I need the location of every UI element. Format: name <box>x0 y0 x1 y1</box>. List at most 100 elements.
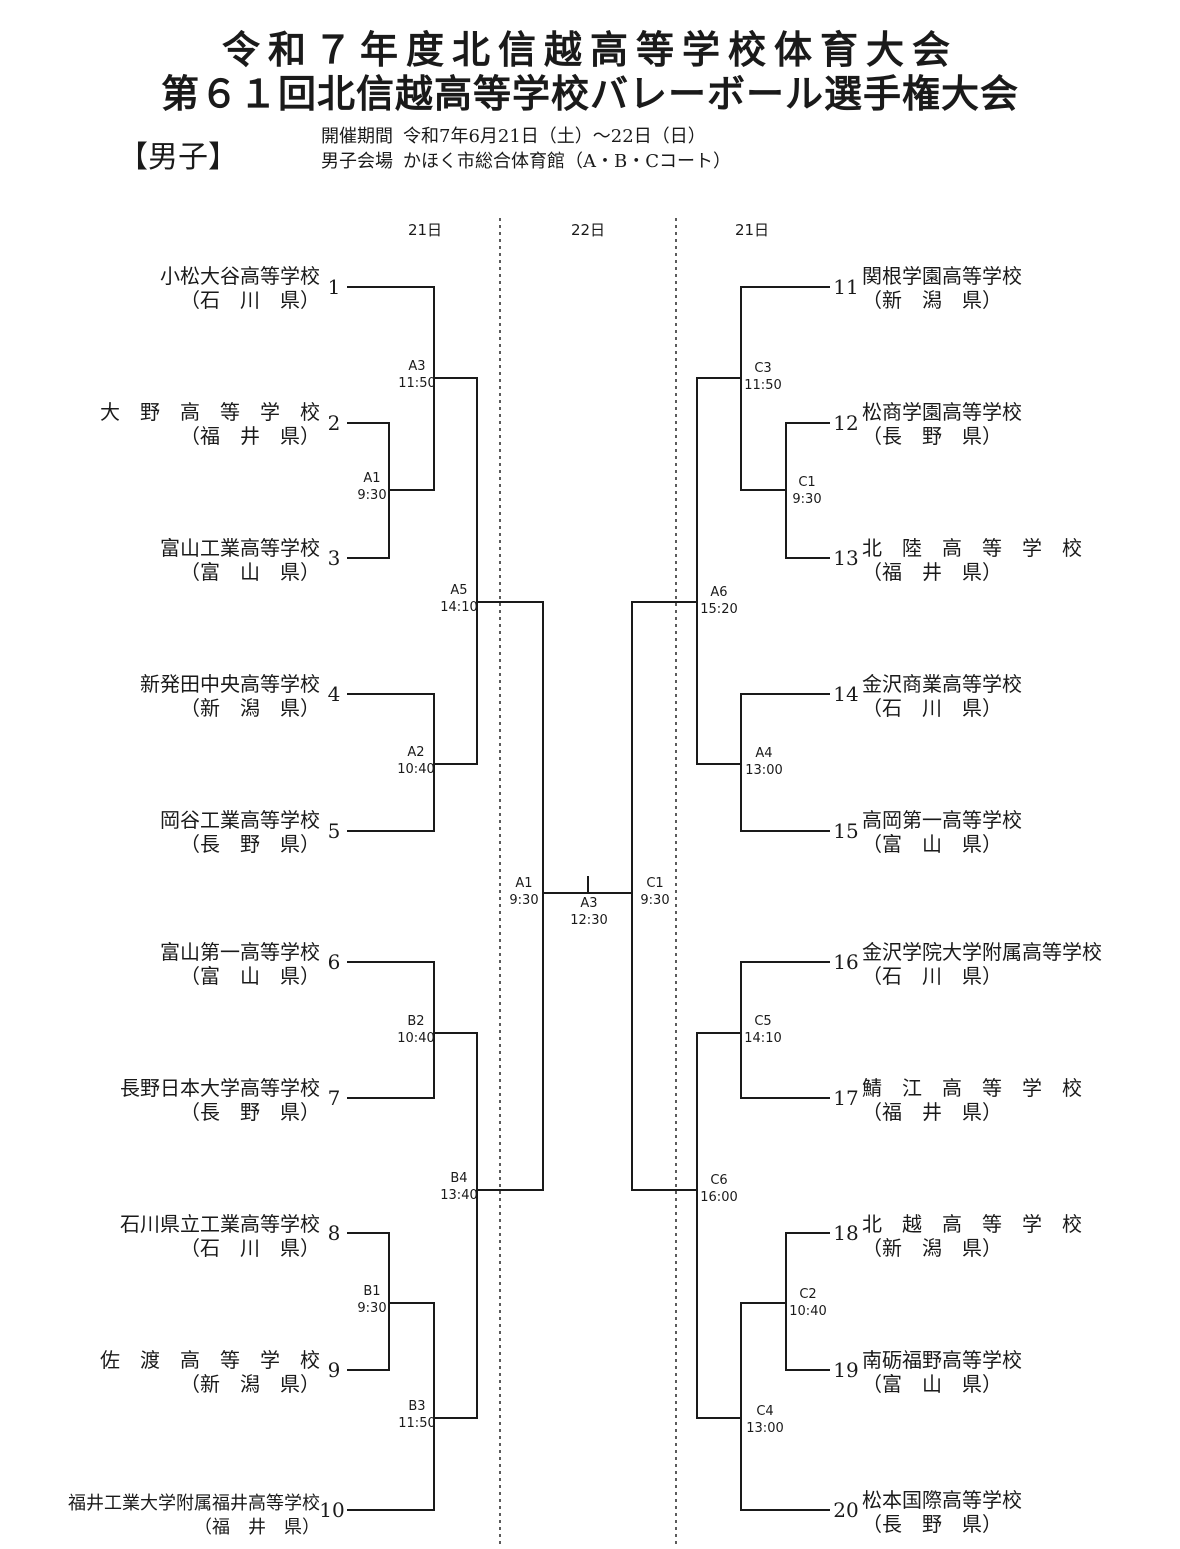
team-prefecture: （福 井 県） <box>862 1100 1002 1124</box>
team-name: 富山第一高等学校 <box>160 940 320 964</box>
team-prefecture: （福 井 県） <box>862 560 1002 584</box>
seed-number: 3 <box>327 546 341 570</box>
match-time: 11:50 <box>744 378 782 393</box>
bracket-line-a2 <box>434 602 478 765</box>
period-label: 開催期間 <box>321 126 393 147</box>
bracket-line-a5 <box>477 601 544 893</box>
seed-number: 17 <box>833 1086 859 1110</box>
team-entry: 小松大谷高等学校（石 川 県） <box>30 264 320 312</box>
day-label-right: 21日 <box>734 221 770 239</box>
team-entry: 石川県立工業高等学校（石 川 県） <box>30 1212 320 1260</box>
match-time: 9:30 <box>640 893 670 908</box>
seed-number: 15 <box>833 819 859 843</box>
team-entry: 新発田中央高等学校（新 潟 県） <box>30 672 320 720</box>
team-prefecture: （新 潟 県） <box>180 1372 320 1396</box>
seed-number: 12 <box>833 411 859 435</box>
team-prefecture: （富 山 県） <box>180 560 320 584</box>
bracket-line-a3 <box>434 377 478 602</box>
bracket-line-team-16 <box>740 961 830 1033</box>
bracket-line-b2 <box>434 1032 478 1190</box>
bracket-line-c6 <box>631 893 697 1191</box>
match-court: A5 <box>450 583 468 598</box>
team-prefecture: （長 野 県） <box>180 1100 320 1124</box>
team-entry: 松本国際高等学校（長 野 県） <box>862 1488 1152 1536</box>
title-line-1: 令和７年度北信越高等学校体育大会 <box>221 27 958 72</box>
match-court: C1 <box>646 876 664 891</box>
team-entry: 大 野 高 等 学 校（福 井 県） <box>30 400 320 448</box>
match-court: C5 <box>754 1014 772 1029</box>
seed-number: 7 <box>327 1086 341 1110</box>
bracket-line-b4 <box>477 893 544 1191</box>
seed-number: 18 <box>833 1221 859 1245</box>
team-entry: 岡谷工業高等学校（長 野 県） <box>30 808 320 856</box>
team-prefecture: （長 野 県） <box>862 1512 1002 1536</box>
team-name: 佐 渡 高 等 学 校 <box>100 1348 320 1372</box>
match-time: 9:30 <box>357 1301 387 1316</box>
match-time: 13:00 <box>746 1421 784 1436</box>
period-value: 令和7年6月21日（土）～22日（日） <box>403 126 706 147</box>
match-court: C4 <box>756 1404 774 1419</box>
bracket-line-team-12 <box>785 422 830 490</box>
team-prefecture: （福 井 県） <box>194 1517 320 1538</box>
seed-number: 19 <box>833 1358 859 1382</box>
match-court: A1 <box>363 471 381 486</box>
match-time: 9:30 <box>509 893 539 908</box>
match-time: 11:50 <box>398 1416 436 1431</box>
title-line-2: 第６１回北信越高等学校バレーボール選手権大会 <box>160 71 1019 116</box>
team-prefecture: （石 川 県） <box>862 964 1002 988</box>
team-name: 鯖 江 高 等 学 校 <box>862 1076 1082 1100</box>
match-time: 13:40 <box>440 1188 478 1203</box>
bracket-line-team-17 <box>740 1033 830 1099</box>
match-time: 15:20 <box>700 602 738 617</box>
seed-number: 2 <box>327 411 341 435</box>
team-prefecture: （長 野 県） <box>862 424 1002 448</box>
venue-value: かほく市総合体育館（A・B・Cコート） <box>403 151 731 172</box>
team-prefecture: （富 山 県） <box>862 1372 1002 1396</box>
bracket-line-b3 <box>434 1190 478 1419</box>
match-time: 14:10 <box>744 1031 782 1046</box>
match-court: B1 <box>363 1284 381 1299</box>
team-name: 岡谷工業高等学校 <box>160 808 320 832</box>
team-prefecture: （新 潟 県） <box>862 288 1002 312</box>
team-name: 松本国際高等学校 <box>862 1488 1022 1512</box>
team-entry: 富山工業高等学校（富 山 県） <box>30 536 320 584</box>
match-time: 10:40 <box>397 1031 435 1046</box>
team-entry: 鯖 江 高 等 学 校（福 井 県） <box>862 1076 1152 1124</box>
team-prefecture: （長 野 県） <box>180 832 320 856</box>
team-entry: 松商学園高等学校（長 野 県） <box>862 400 1152 448</box>
match-time: 9:30 <box>357 488 387 503</box>
team-name: 小松大谷高等学校 <box>160 264 320 288</box>
match-label-a1: A1 9:30 <box>344 470 400 504</box>
match-time: 9:30 <box>792 492 822 507</box>
match-time: 10:40 <box>397 762 435 777</box>
bracket-line-team-8 <box>347 1232 390 1303</box>
seed-number: 4 <box>327 682 341 706</box>
match-time: 12:30 <box>570 913 608 928</box>
team-name: 大 野 高 等 学 校 <box>100 400 320 424</box>
team-prefecture: （石 川 県） <box>180 288 320 312</box>
day-label-left: 21日 <box>407 221 443 239</box>
bracket-line-c2 <box>740 1302 786 1418</box>
bracket-line-a6 <box>631 601 697 893</box>
bracket-line-team-6 <box>347 961 435 1033</box>
seed-number: 13 <box>833 546 859 570</box>
match-label-semi-right: C1 9:30 <box>627 875 683 909</box>
match-court: C2 <box>799 1287 817 1302</box>
period-info: 開催期間令和7年6月21日（土）～22日（日） <box>321 126 706 148</box>
team-name: 新発田中央高等学校 <box>140 672 320 696</box>
seed-number: 8 <box>327 1221 341 1245</box>
team-name: 石川県立工業高等学校 <box>120 1212 320 1236</box>
match-court: B3 <box>408 1399 426 1414</box>
